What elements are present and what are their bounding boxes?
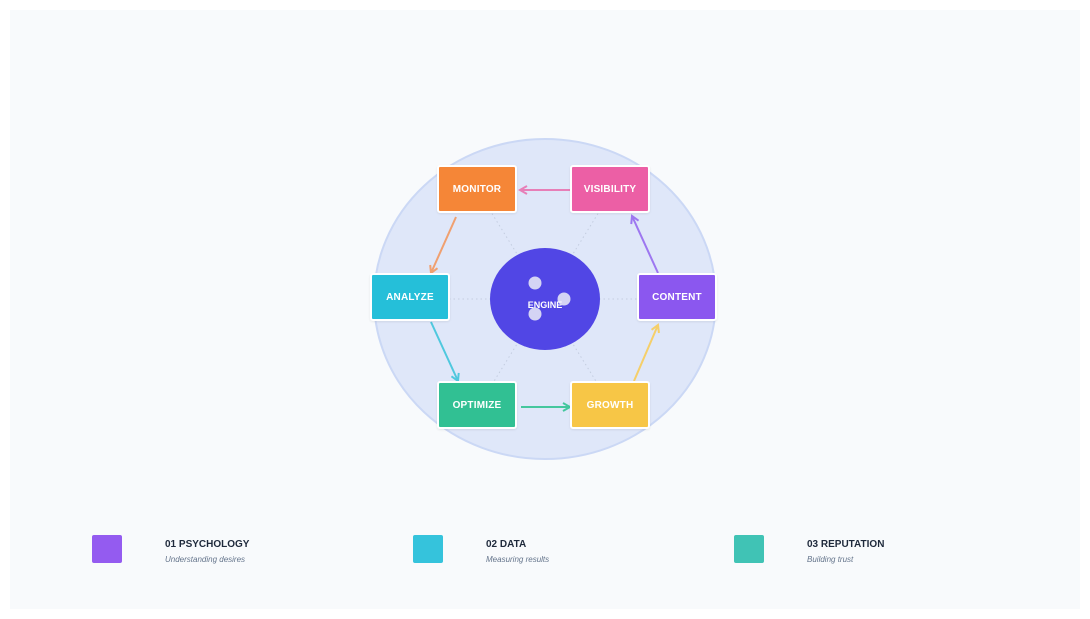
node-growth: GROWTH (570, 381, 650, 429)
node-monitor: MONITOR (437, 165, 517, 213)
node-optimize: OPTIMIZE (437, 381, 517, 429)
legend-title: 02 DATA (486, 539, 527, 550)
arrow-content-to-visibility (632, 216, 659, 274)
node-visibility: VISIBILITY (570, 165, 650, 213)
arrow-monitor-to-analyze (431, 216, 457, 273)
legend-swatch (734, 535, 764, 563)
engine-dot (528, 276, 542, 290)
arrow-analyze-to-optimize (430, 321, 458, 381)
legend-swatch (413, 535, 443, 563)
arrow-growth-to-content (633, 325, 658, 382)
engine-circle (490, 248, 600, 350)
node-content: CONTENT (637, 273, 717, 321)
legend-title: 03 REPUTATION (807, 539, 885, 550)
legend-title: 01 PSYCHOLOGY (165, 539, 250, 550)
engine-label: ENGINE (527, 300, 563, 310)
node-analyze: ANALYZE (370, 273, 450, 321)
legend-swatch (92, 535, 122, 563)
legend-subtitle: Building trust (807, 555, 854, 564)
engine-dot (557, 292, 571, 306)
engine-dot (528, 307, 542, 321)
legend-subtitle: Measuring results (486, 555, 550, 564)
legend-subtitle: Understanding desires (165, 555, 246, 564)
spoke-lines (411, 190, 679, 408)
